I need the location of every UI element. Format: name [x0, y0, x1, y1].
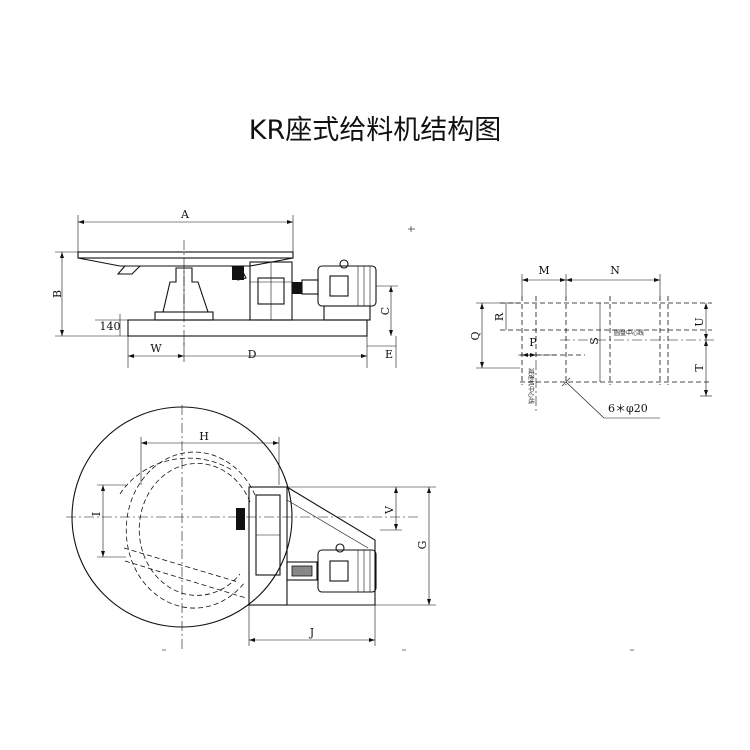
- dim-label-140: 140: [100, 320, 121, 333]
- dim-label-I: I: [90, 512, 103, 516]
- dim-label-A: A: [180, 208, 190, 221]
- reducer-center-line-label: 减速机中心线: [527, 368, 535, 404]
- front-view: A B 140 W D: [51, 208, 415, 368]
- dim-label-V: V: [383, 505, 396, 515]
- dim-label-D: D: [248, 348, 257, 361]
- plan-view: H I V: [66, 405, 634, 651]
- dim-label-M: M: [538, 264, 549, 277]
- dim-label-B: B: [51, 290, 64, 298]
- dim-label-E: E: [385, 348, 393, 361]
- dim-label-S: S: [588, 337, 601, 345]
- dim-label-N: N: [610, 264, 620, 277]
- bolt-hole-callout: 6＊φ20: [608, 402, 648, 415]
- dim-label-U: U: [693, 317, 706, 326]
- dim-label-G: G: [416, 541, 429, 550]
- dim-label-R: R: [493, 312, 506, 321]
- disc-center-line-label: 圆盘中心线: [614, 329, 644, 337]
- dim-label-P: P: [529, 336, 537, 349]
- dim-label-J: J: [309, 626, 314, 639]
- dim-label-Q: Q: [469, 331, 482, 340]
- drawing-title: KR座式给料机结构图: [249, 115, 501, 146]
- dim-label-H: H: [199, 430, 209, 443]
- dim-label-T: T: [693, 364, 706, 372]
- bolt-layout-detail: M N Q R P S 圆盘中心线: [469, 264, 716, 419]
- dim-label-C: C: [379, 307, 392, 315]
- dim-label-W: W: [150, 342, 162, 355]
